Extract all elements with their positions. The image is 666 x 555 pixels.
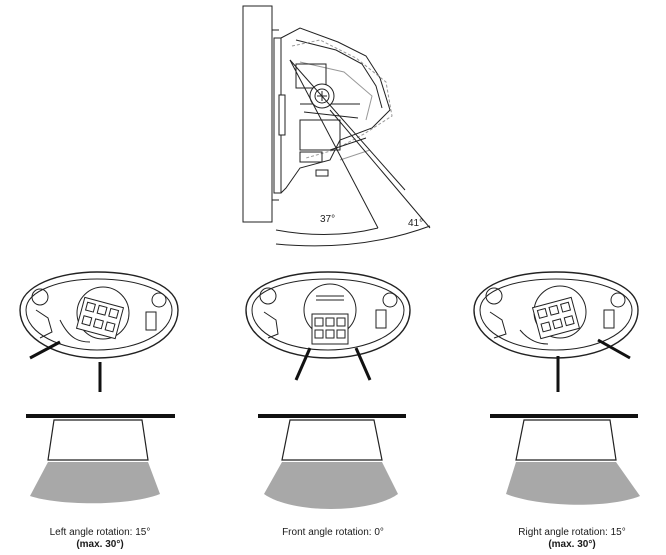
side-view-camera xyxy=(242,5,393,223)
view-cone-front xyxy=(264,462,398,509)
housing-trapezoid-left xyxy=(47,419,149,461)
fov-line-left-a xyxy=(29,340,61,360)
caption-left-text: Left angle rotation: 15° xyxy=(49,527,151,538)
caption-left-rotation: Left angle rotation: 15° (max. 30°) xyxy=(0,527,200,551)
housing-trapezoid-right xyxy=(515,419,617,461)
caption-right-rotation: Right angle rotation: 15° (max. 30°) xyxy=(472,527,666,551)
ray-base xyxy=(289,59,406,191)
caption-front-rotation: Front angle rotation: 0° xyxy=(233,527,433,539)
angle-indicators xyxy=(275,59,431,247)
fov-line-right-b xyxy=(597,338,631,360)
ray-41 xyxy=(329,109,431,229)
angle-label-41: 41° xyxy=(408,218,423,229)
view-cone-left xyxy=(30,462,160,504)
caption-right-text: Right angle rotation: 15° xyxy=(518,527,626,538)
view-left-rotation xyxy=(19,271,179,504)
view-front-rotation xyxy=(245,271,411,509)
ray-37 xyxy=(289,59,379,229)
wall-plate xyxy=(242,5,273,223)
view-cone-right xyxy=(506,462,640,505)
arc-41 xyxy=(275,225,431,247)
fov-line-front-a xyxy=(294,347,312,381)
housing-trapezoid-front xyxy=(281,419,383,461)
camera-front-center xyxy=(245,271,411,359)
caption-right-note: (max. 30°) xyxy=(548,539,596,550)
fov-line-front-b xyxy=(354,347,372,381)
camera-front-right xyxy=(473,271,639,359)
view-right-rotation xyxy=(473,271,640,505)
arc-37 xyxy=(275,227,379,236)
angle-label-37: 37° xyxy=(320,214,335,225)
caption-left-note: (max. 30°) xyxy=(76,539,124,550)
caption-front-text: Front angle rotation: 0° xyxy=(282,527,384,538)
camera-front-left xyxy=(19,271,179,359)
